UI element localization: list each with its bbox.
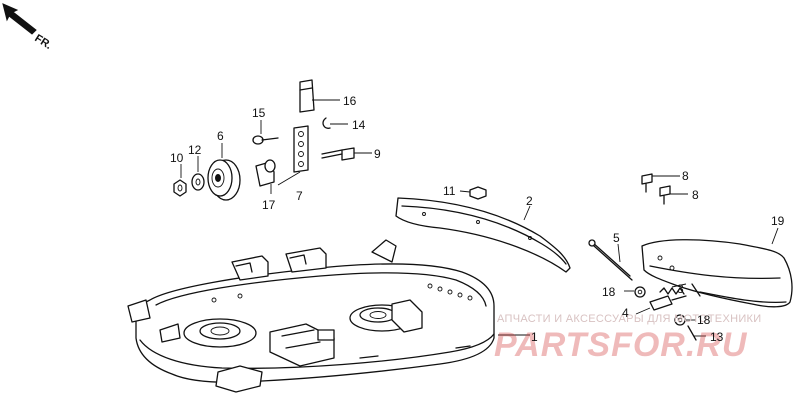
callout-14: 14	[352, 118, 366, 132]
hinge-pin	[649, 295, 687, 311]
idler-arm	[293, 125, 309, 173]
chute-spring	[659, 287, 685, 295]
leader-lines	[180, 99, 779, 337]
callout-4: 4	[622, 306, 629, 320]
front-direction-label: FR.	[32, 32, 53, 52]
callout-15: 15	[252, 106, 266, 120]
mower-deck	[127, 239, 495, 393]
callout-6: 6	[217, 129, 224, 143]
callout-8-lower: 8	[692, 188, 699, 202]
callout-12: 12	[188, 143, 202, 157]
callout-1: 1	[531, 330, 538, 344]
idler-bracket	[299, 79, 315, 113]
shoulder-bolt	[252, 135, 279, 145]
retaining-clip	[322, 117, 331, 129]
hex-nut-center	[469, 186, 487, 200]
callout-17: 17	[262, 198, 276, 212]
callout-5: 5	[613, 231, 620, 245]
callout-18-upper: 18	[602, 285, 616, 299]
callout-10: 10	[170, 151, 184, 165]
callout-18-lower: 18	[697, 313, 711, 327]
callout-7: 7	[296, 189, 303, 203]
callout-9: 9	[374, 147, 381, 161]
callout-16: 16	[343, 94, 357, 108]
small-bolt-lower	[659, 185, 671, 205]
deflector-plate	[395, 197, 571, 273]
callout-13: 13	[710, 330, 724, 344]
cotter-pin	[687, 325, 697, 341]
washer	[191, 173, 205, 191]
washer-upper	[634, 286, 646, 298]
discharge-chute	[641, 239, 793, 308]
idler-pulley	[207, 159, 241, 201]
watermark-logo: PARTSFOR.RU	[494, 326, 748, 364]
front-direction-arrow: FR.	[2, 3, 54, 52]
hex-bolt	[321, 147, 355, 161]
callout-2: 2	[526, 194, 533, 208]
callout-19: 19	[771, 214, 785, 228]
pivot-collar	[255, 159, 276, 187]
small-bolt-upper	[641, 173, 653, 193]
control-rod	[588, 239, 633, 281]
watermark: АПЧАСТИ И АКСЕССУАРЫ ДЛЯ МОТОТЕХНИКИ PAR…	[494, 313, 761, 364]
callout-labels: 1 2 3 4 5 6 7 8 8 9 10 11 12 13 14 15 16…	[170, 94, 785, 344]
callout-11: 11	[443, 184, 456, 198]
callout-3: 3	[677, 282, 684, 296]
callout-8-upper: 8	[682, 169, 689, 183]
hex-nut-left	[173, 179, 187, 197]
watermark-tagline: АПЧАСТИ И АКСЕССУАРЫ ДЛЯ МОТОТЕХНИКИ	[497, 313, 761, 325]
washer-lower	[674, 314, 686, 326]
